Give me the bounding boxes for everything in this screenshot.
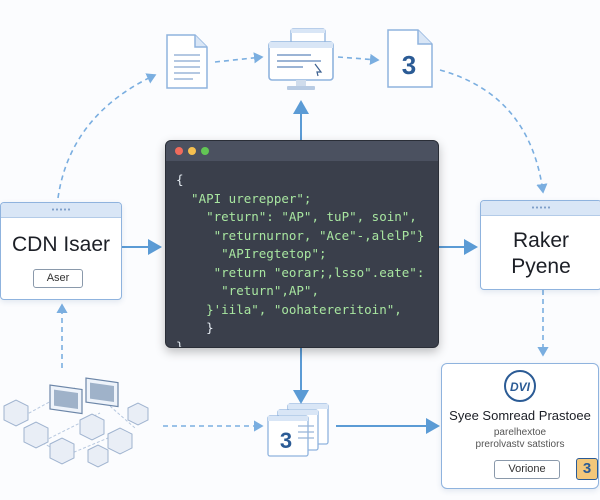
link-monitor-to-doc3 — [337, 53, 380, 65]
stack-badge: 3 — [280, 428, 292, 453]
cdn-node-button[interactable]: Aser — [33, 269, 83, 288]
code-line: "return "eorar;,lsso".eate": — [176, 264, 425, 280]
cdn-node-title: CDN Isaer — [11, 233, 111, 256]
dvi-logo-icon: DVI — [504, 370, 536, 402]
panel-button[interactable]: Vorione — [494, 460, 560, 479]
panel-subtitle-1: parelhextoe — [493, 427, 547, 438]
link-doc3-to-right — [439, 69, 548, 194]
panel-badge[interactable]: 3 — [576, 458, 598, 480]
monitor-icon — [268, 28, 334, 90]
dvi-logo-text: DVI — [510, 380, 531, 394]
server-cluster-icon — [3, 377, 149, 468]
code-content: { "API urerepper"; "return": "AP", tuP",… — [166, 161, 438, 348]
link-left-to-doc — [57, 73, 157, 199]
minimize-dot-icon[interactable] — [188, 147, 196, 155]
code-editor-window: { "API urerepper"; "return": "AP", tuP",… — [165, 140, 439, 348]
code-line: } — [176, 338, 184, 348]
doc-badge: 3 — [402, 50, 416, 80]
document-three-icon: 3 — [387, 29, 433, 88]
code-line: }'iila", "oohatereritoin", — [176, 301, 402, 317]
code-titlebar — [166, 141, 438, 161]
code-line: { — [176, 172, 184, 187]
panel-title: Syee Somread Prastoee — [449, 408, 591, 423]
code-line: "returnurnor, "Ace"-,alelP"} — [176, 227, 425, 243]
stacked-documents-icon: 3 — [267, 403, 329, 457]
raker-node-title-line1: Raker — [512, 229, 570, 252]
raker-node-window[interactable]: Raker Pyene — [480, 200, 600, 290]
document-icon — [166, 34, 208, 89]
raker-node-title-line2: Pyene — [511, 255, 571, 278]
link-doc-to-monitor — [214, 52, 264, 64]
code-line: } — [176, 320, 214, 335]
cdn-node-window[interactable]: CDN Isaer Aser — [0, 202, 122, 300]
code-line: "APIregtetop"; — [176, 246, 327, 261]
code-line: "API urerepper"; — [176, 190, 312, 206]
code-line: "return": "AP", tuP", soin", — [176, 209, 417, 224]
maximize-dot-icon[interactable] — [201, 147, 209, 155]
code-line: "return",AP", — [176, 283, 319, 298]
panel-subtitle-2: prerolvastv satstiors — [475, 439, 565, 450]
close-dot-icon[interactable] — [175, 147, 183, 155]
prastoee-panel-window[interactable]: DVI Syee Somread Prastoee parelhextoe pr… — [441, 363, 599, 489]
